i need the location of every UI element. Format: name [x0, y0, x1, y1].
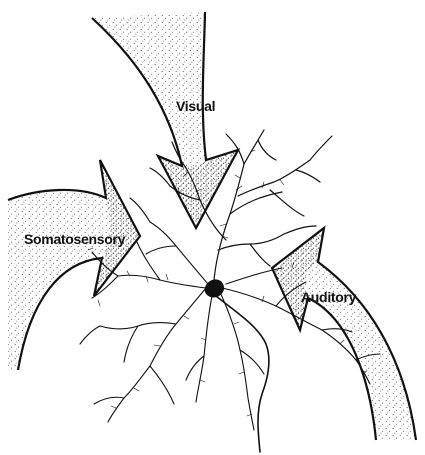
auditory-arrow: Auditory — [272, 228, 416, 440]
somatosensory-label: Somatosensory — [24, 231, 126, 247]
visual-label: Visual — [176, 98, 215, 114]
somatosensory-arrow: Somatosensory — [8, 160, 140, 370]
neuron-axon — [216, 296, 269, 452]
auditory-label: Auditory — [301, 289, 357, 305]
somatosensory-arrow-body — [8, 160, 140, 370]
